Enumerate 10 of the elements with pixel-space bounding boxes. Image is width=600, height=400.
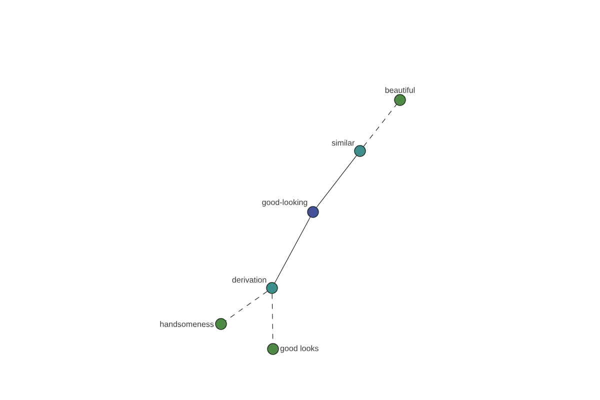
link-line [225,291,268,321]
node-label: handsomeness [160,321,214,327]
node-label: good looks [280,345,318,353]
node-label: good-looking [262,199,308,207]
link-line [363,104,397,147]
node-label: beautiful [385,87,415,93]
node-label: derivation [232,276,266,283]
link-line [316,155,357,208]
node-label: similar [332,140,355,146]
link-line [274,216,311,284]
